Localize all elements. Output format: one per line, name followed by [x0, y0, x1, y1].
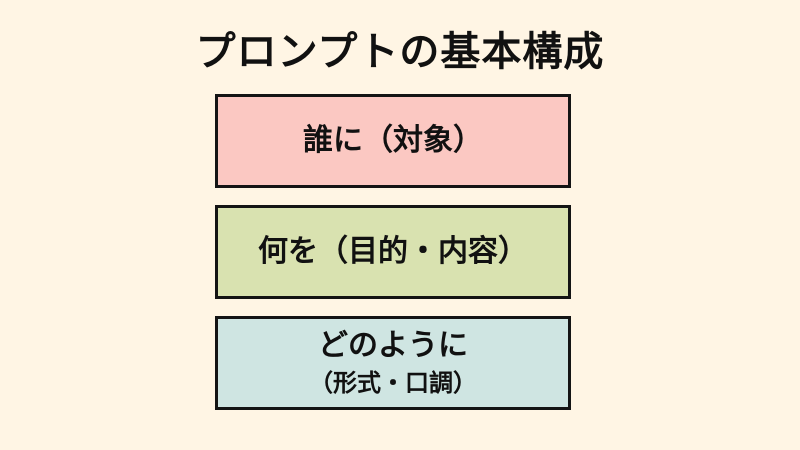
component-box-content: 何を（目的・内容） — [215, 205, 571, 299]
component-sublabel-format: （形式・口調） — [309, 369, 477, 397]
diagram-title: プロンプトの基本構成 — [195, 29, 605, 75]
component-label-target: 誰に（対象） — [303, 123, 483, 158]
component-box-format: どのように （形式・口調） — [215, 316, 571, 410]
component-box-target: 誰に（対象） — [215, 94, 571, 188]
component-label-content: 何を（目的・内容） — [258, 234, 528, 269]
component-label-format: どのように — [318, 328, 468, 363]
